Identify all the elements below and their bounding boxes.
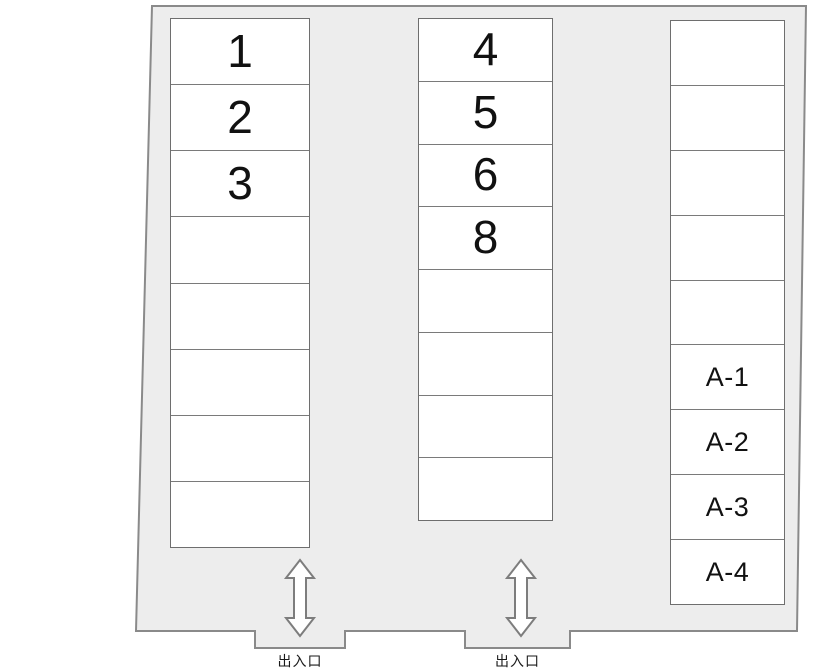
stall-label: 1 xyxy=(227,24,253,77)
stall-cell[interactable]: 8 xyxy=(419,207,552,270)
stall-cell[interactable] xyxy=(171,349,309,416)
stall-cell[interactable] xyxy=(419,458,552,520)
stall-cell[interactable]: 1 xyxy=(171,19,309,86)
stall-cell[interactable] xyxy=(671,150,784,216)
stall-label: 6 xyxy=(472,148,499,201)
stall-cell[interactable] xyxy=(671,21,784,86)
stall-cell[interactable]: A-3 xyxy=(671,475,784,541)
stall-cell[interactable]: 2 xyxy=(171,85,309,152)
stall-cell[interactable]: 4 xyxy=(419,19,552,82)
stall-cell[interactable] xyxy=(419,395,552,459)
stall-cell[interactable] xyxy=(171,217,309,284)
stall-label: A-4 xyxy=(705,556,750,587)
stall-cell[interactable]: A-2 xyxy=(671,410,784,476)
stall-cell[interactable] xyxy=(171,481,309,547)
stall-cell[interactable]: 6 xyxy=(419,144,552,208)
stall-label: 2 xyxy=(227,90,253,143)
entrance-right-arrow-icon xyxy=(504,558,538,638)
stall-cell[interactable] xyxy=(671,85,784,151)
stall-label: 4 xyxy=(472,22,499,75)
stall-cell[interactable] xyxy=(419,332,552,396)
stall-cell[interactable] xyxy=(419,270,552,333)
stall-cell[interactable] xyxy=(671,215,784,281)
stall-column-left[interactable]: 1 2 3 xyxy=(170,18,310,548)
entrance-left-label: 出入口 xyxy=(277,654,323,670)
stall-column-middle[interactable]: 4 5 6 8 xyxy=(418,18,553,521)
stall-label: 3 xyxy=(227,156,253,209)
stall-label: 8 xyxy=(472,211,499,264)
stall-cell[interactable] xyxy=(171,415,309,482)
stall-cell[interactable]: A-1 xyxy=(671,345,784,411)
stall-label: A-3 xyxy=(705,491,750,522)
stall-cell[interactable]: 3 xyxy=(171,151,309,218)
entrance-left-arrow-icon xyxy=(283,558,317,638)
stall-label: A-2 xyxy=(705,426,750,457)
stall-column-right[interactable]: A-1 A-2 A-3 A-4 xyxy=(670,20,785,605)
stall-label: A-1 xyxy=(705,361,750,392)
stall-cell[interactable]: 5 xyxy=(419,81,552,145)
entrance-right-label: 出入口 xyxy=(495,654,540,670)
stall-cell[interactable] xyxy=(671,280,784,346)
stall-label: 5 xyxy=(472,85,499,138)
stall-cell[interactable]: A-4 xyxy=(671,540,784,605)
stall-cell[interactable] xyxy=(171,283,309,350)
